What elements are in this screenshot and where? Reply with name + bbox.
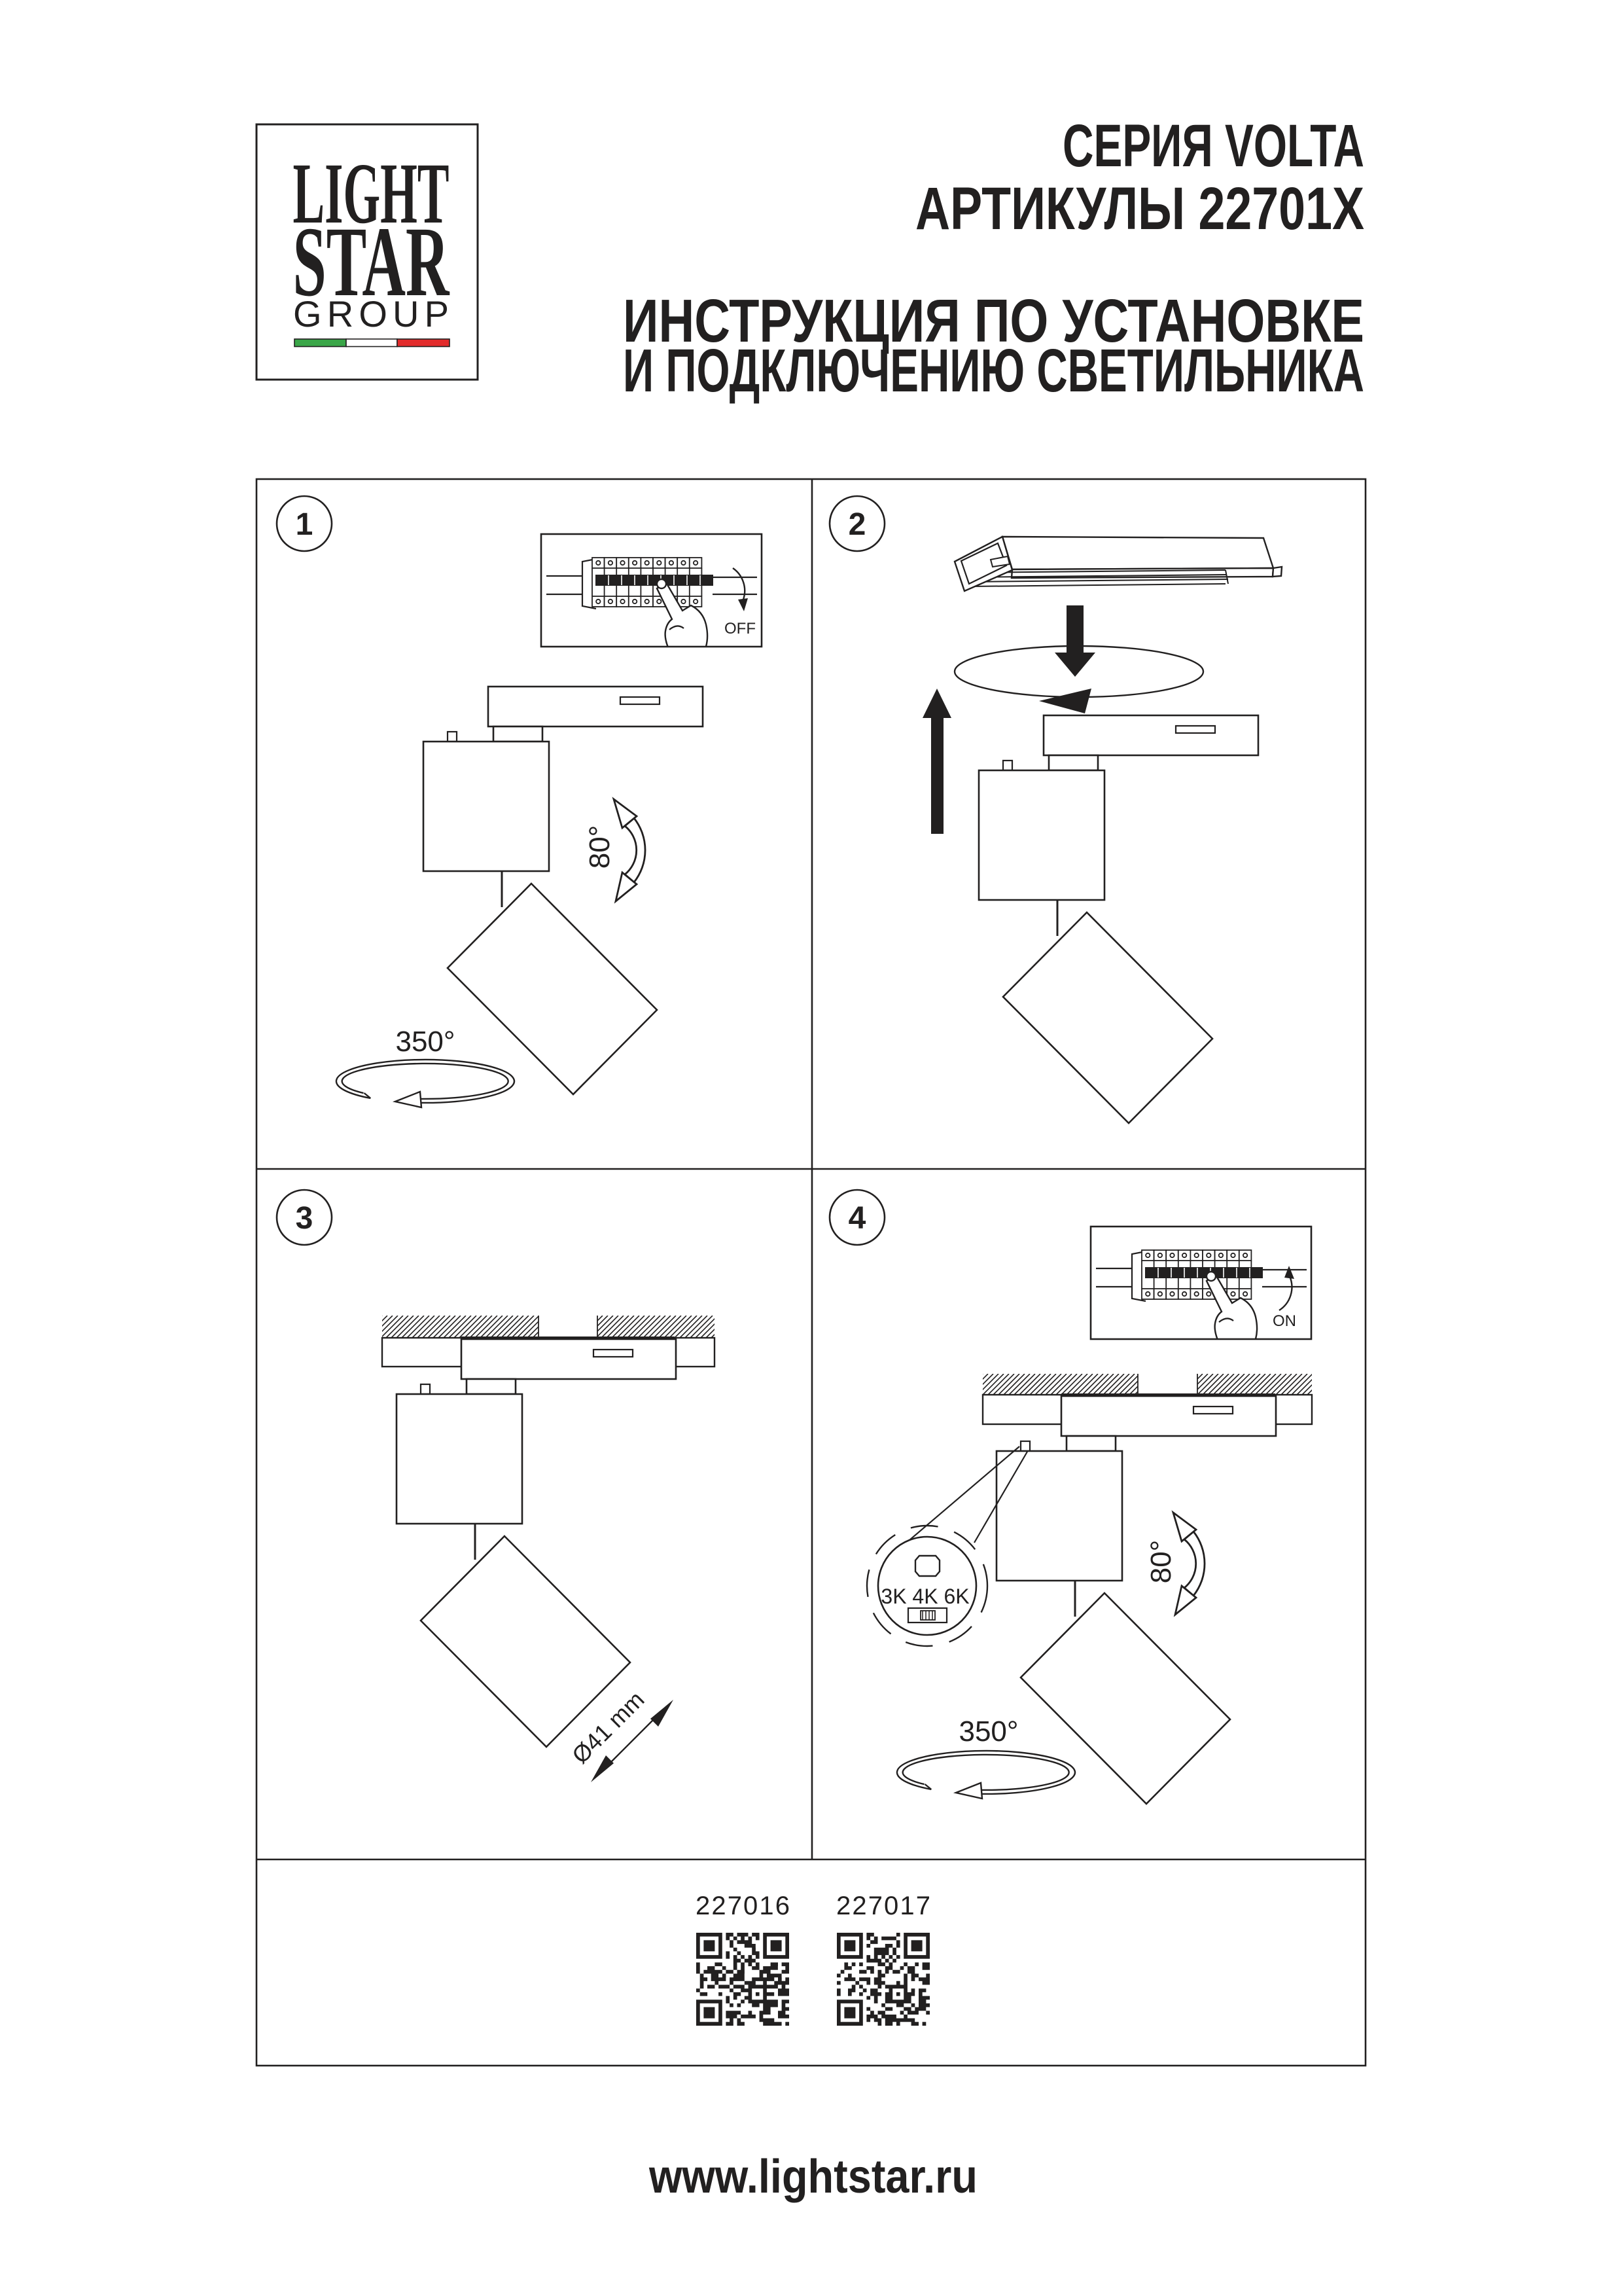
svg-text:80°: 80°: [584, 825, 616, 869]
svg-text:4: 4: [849, 1201, 866, 1236]
svg-text:www.lightstar.ru: www.lightstar.ru: [648, 2151, 978, 2203]
svg-text:OFF: OFF: [724, 620, 756, 637]
svg-text:АРТИКУЛЫ 22701X: АРТИКУЛЫ 22701X: [915, 175, 1364, 242]
svg-text:GROUP: GROUP: [293, 293, 449, 334]
svg-text:350°: 350°: [395, 1026, 455, 1058]
svg-text:СЕРИЯ VOLTA: СЕРИЯ VOLTA: [1063, 113, 1364, 179]
svg-text:2: 2: [849, 507, 866, 542]
svg-text:3: 3: [296, 1201, 313, 1236]
svg-text:ИНСТРУКЦИЯ ПО УСТАНОВКЕ: ИНСТРУКЦИЯ ПО УСТАНОВКЕ: [623, 287, 1364, 355]
svg-text:И ПОДКЛЮЧЕНИЮ СВЕТИЛЬНИКА: И ПОДКЛЮЧЕНИЮ СВЕТИЛЬНИКА: [623, 336, 1364, 404]
svg-text:80°: 80°: [1145, 1540, 1177, 1584]
svg-text:3K 4K 6K: 3K 4K 6K: [881, 1585, 969, 1608]
svg-text:LIGHT: LIGHT: [293, 145, 450, 242]
svg-text:1: 1: [296, 507, 313, 542]
svg-text:ON: ON: [1273, 1312, 1296, 1330]
svg-text:350°: 350°: [959, 1715, 1018, 1748]
svg-text:STAR: STAR: [293, 207, 450, 317]
